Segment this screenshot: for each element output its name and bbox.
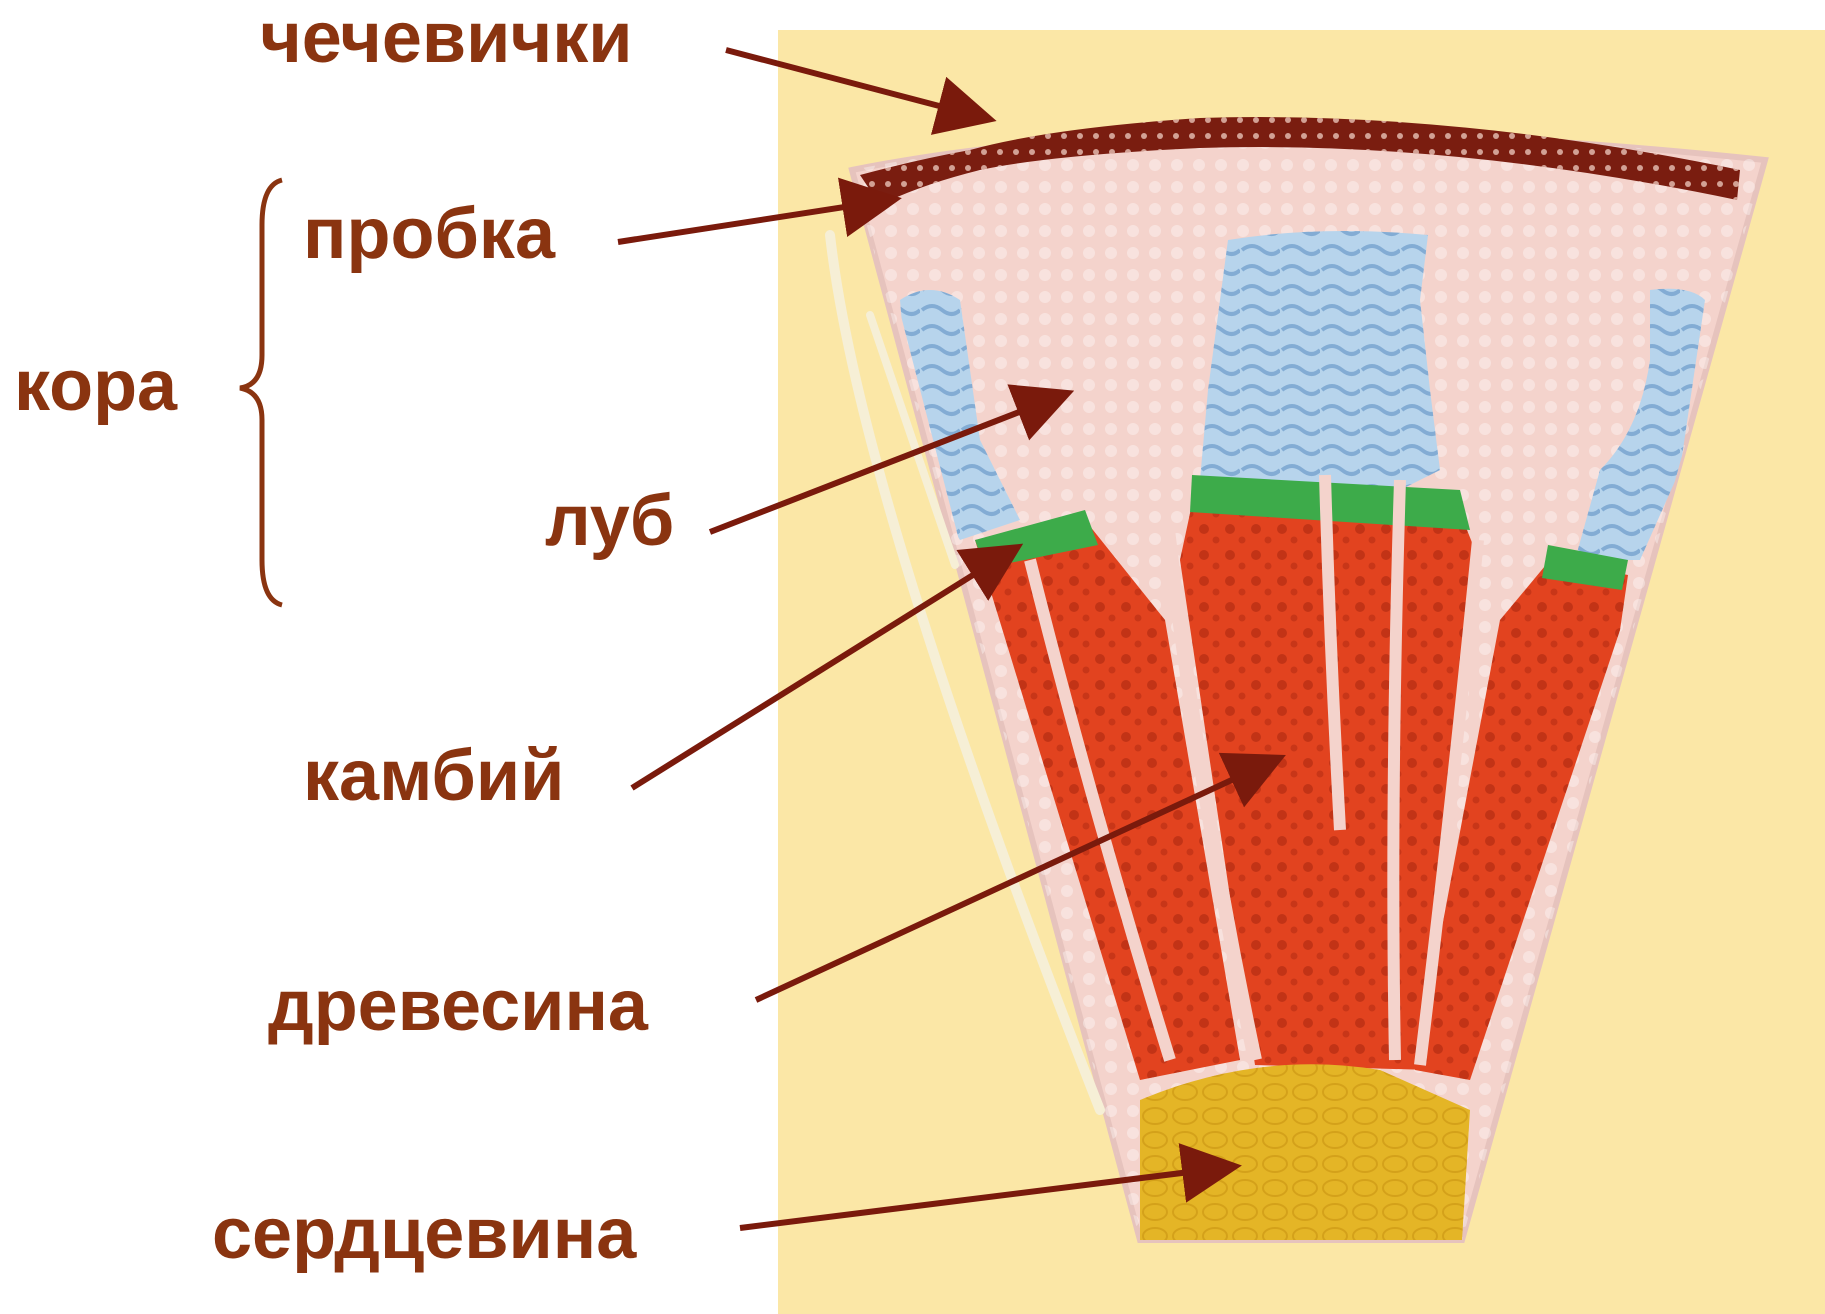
label-cork: пробка bbox=[303, 194, 556, 274]
bark-brace bbox=[240, 180, 282, 605]
label-pith: сердцевина bbox=[212, 1194, 637, 1274]
label-cambium: камбий bbox=[303, 736, 564, 816]
label-wood: древесина bbox=[268, 966, 649, 1046]
label-phloem: луб bbox=[545, 481, 674, 561]
label-lenticels: чечевички bbox=[260, 0, 633, 78]
label-bark: кора bbox=[14, 346, 178, 426]
